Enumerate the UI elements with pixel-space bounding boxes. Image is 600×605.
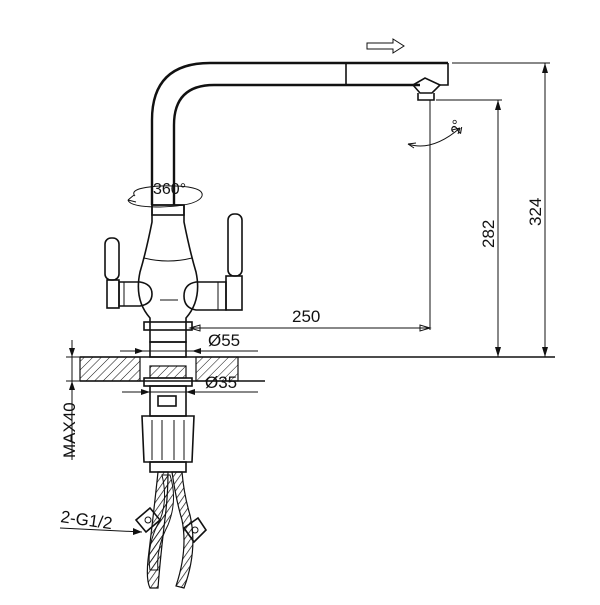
- spout-height-label: 282: [479, 220, 498, 248]
- mounting-shank: [141, 341, 195, 473]
- rotation-indicator: 360°: [127, 181, 203, 208]
- supply-hoses: [134, 471, 208, 589]
- swivel-angle-indicator: 2°: [407, 100, 467, 149]
- base-diameter-dimension: Ø55: [120, 331, 258, 354]
- mount-diameter-label: Ø35: [205, 373, 237, 392]
- left-handle: [104, 237, 153, 309]
- max-thickness-dimension: MAX40: [60, 340, 82, 460]
- total-height-label: 324: [526, 198, 545, 226]
- reach-label: 250: [292, 307, 320, 326]
- faucet-body: [137, 204, 199, 343]
- hose-thread-callout: 2-G1/2: [59, 507, 143, 535]
- flow-arrow-icon: [366, 38, 405, 54]
- spout-height-dimension: 282: [436, 99, 502, 357]
- swivel-angle-label: 2°: [448, 118, 467, 135]
- mount-diameter-dimension: Ø35: [122, 373, 258, 395]
- reach-dimension: 250: [188, 140, 432, 332]
- total-height-dimension: 324: [452, 62, 550, 357]
- rotation-label: 360°: [153, 181, 186, 198]
- max-thickness-label: MAX40: [60, 402, 79, 458]
- right-handle: [183, 213, 243, 311]
- hose-thread-label: 2-G1/2: [59, 507, 113, 533]
- base-diameter-label: Ø55: [208, 331, 240, 350]
- countertop: [66, 356, 555, 382]
- spout: [150, 61, 449, 205]
